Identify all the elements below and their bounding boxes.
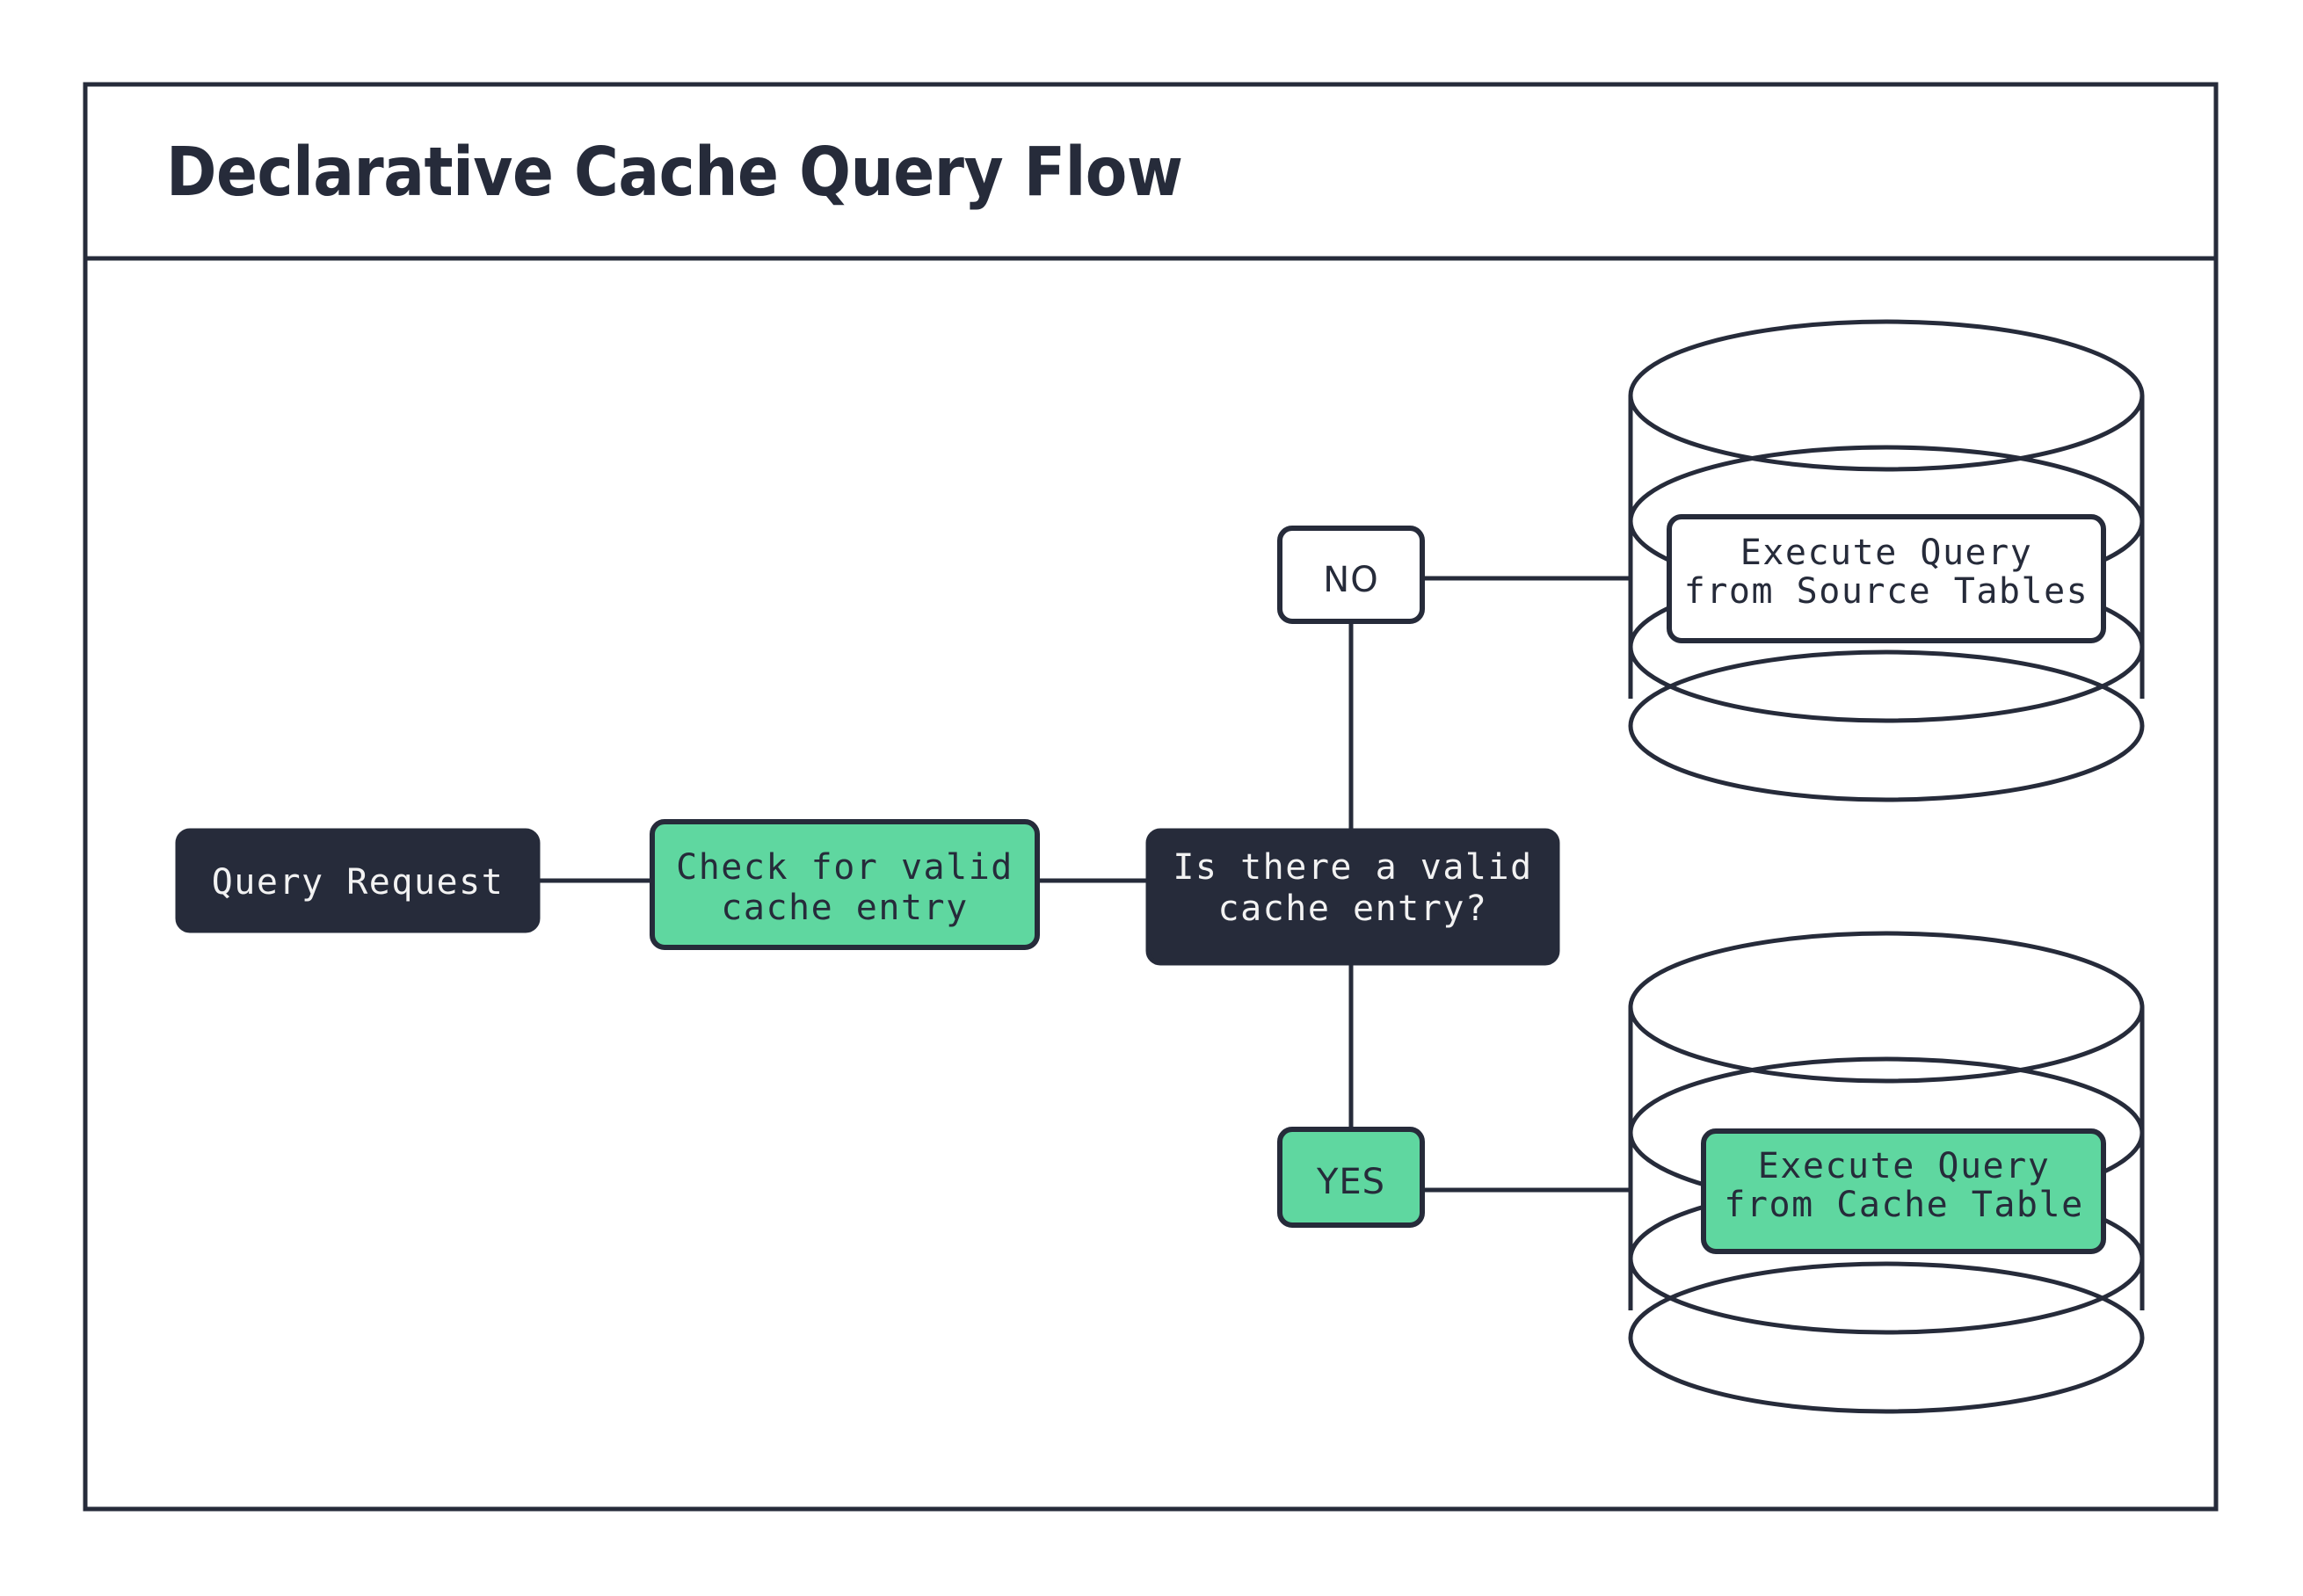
node-cache-label-line2: from Cache Table — [1724, 1185, 2083, 1225]
diagram-frame — [83, 82, 2219, 1512]
cylinder-disk-top — [1628, 931, 2145, 1084]
node-source-label-line2: from Source Tables — [1684, 571, 2089, 612]
node-decision-label-line2: cache entry? — [1218, 889, 1488, 929]
node-check-label-line1: Check for valid — [676, 847, 1013, 888]
node-check-label-line2: cache entry — [721, 888, 968, 928]
node-source-label-line1: Execute Query — [1740, 533, 2033, 573]
page-title: Declarative Cache Query Flow — [166, 134, 1182, 212]
branch-label-yes-text: YES — [1316, 1162, 1385, 1202]
cylinder-disk-bottom — [1628, 649, 2145, 802]
node-decision-valid-cache[interactable]: Is there a valid cache entry? — [1145, 828, 1560, 966]
branch-label-yes[interactable]: YES — [1277, 1127, 1425, 1228]
branch-label-no[interactable]: NO — [1277, 526, 1425, 624]
node-query-request[interactable]: Query Request — [175, 828, 541, 933]
node-cache-label-line1: Execute Query — [1758, 1146, 2051, 1186]
node-execute-from-source[interactable]: Execute Query from Source Tables — [1667, 514, 2106, 643]
node-check-cache-entry[interactable]: Check for valid cache entry — [650, 819, 1040, 950]
cylinder-disk-bottom — [1628, 1261, 2145, 1414]
node-decision-label-line1: Is there a valid — [1173, 847, 1532, 888]
node-query-request-label: Query Request — [212, 862, 505, 903]
cylinder-disk-top — [1628, 319, 2145, 472]
branch-label-no-text: NO — [1323, 560, 1378, 600]
node-execute-from-cache[interactable]: Execute Query from Cache Table — [1701, 1128, 2106, 1254]
